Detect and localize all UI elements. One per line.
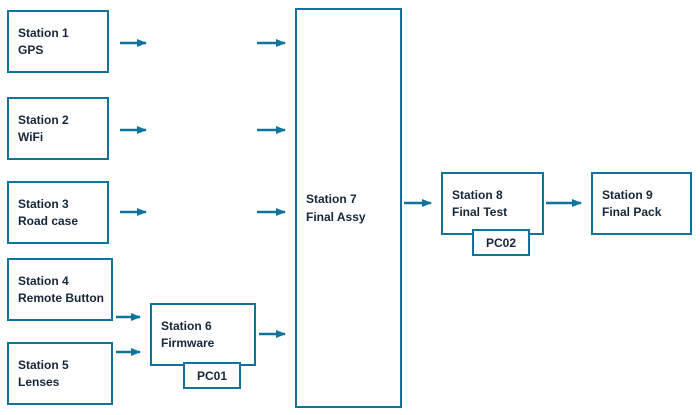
node-station-9: Station 9 Final Pack <box>591 172 692 235</box>
tag-pc02: PC02 <box>472 229 530 256</box>
node-station-2: Station 2 WiFi <box>7 97 109 160</box>
node-station-6: Station 6 Firmware <box>150 303 256 366</box>
node-subtitle: WiFi <box>18 130 44 144</box>
node-subtitle: Lenses <box>18 375 60 389</box>
node-title: Station 5 <box>18 357 69 372</box>
node-title: Station 1 <box>18 25 69 40</box>
node-title: Station 3 <box>18 196 69 211</box>
node-subtitle: Final Test <box>452 205 508 219</box>
node-subtitle: Road case <box>18 214 79 228</box>
node-subtitle: Final Pack <box>602 205 662 219</box>
node-station-3: Station 3 Road case <box>7 181 109 244</box>
node-subtitle: GPS <box>18 43 44 57</box>
node-subtitle: Remote Button <box>18 291 104 305</box>
node-station-1: Station 1 GPS <box>7 10 109 73</box>
node-title: Station 4 <box>18 273 69 288</box>
node-subtitle: Final Assy <box>306 209 366 224</box>
node-title: Station 7 <box>306 192 357 207</box>
node-title: Station 2 <box>18 112 69 127</box>
node-station-7: Station 7 Final Assy <box>295 8 402 408</box>
node-title: Station 8 <box>452 187 503 202</box>
node-title: Station 6 <box>161 318 212 333</box>
node-station-4: Station 4 Remote Button <box>7 258 113 321</box>
node-subtitle: Firmware <box>161 336 215 350</box>
node-station-8: Station 8 Final Test <box>441 172 544 235</box>
node-title: Station 9 <box>602 187 653 202</box>
node-station-5: Station 5 Lenses <box>7 342 113 405</box>
tag-pc01: PC01 <box>183 362 241 389</box>
